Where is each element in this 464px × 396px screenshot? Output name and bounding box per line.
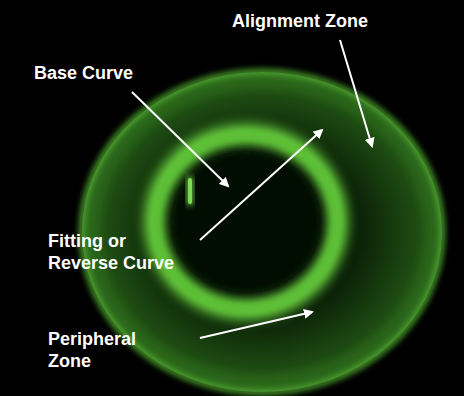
reflection-mark (187, 176, 193, 206)
leader-arrow (200, 130, 322, 240)
leader-arrow (340, 40, 372, 146)
part-label: Peripheral Zone (48, 328, 158, 372)
part-label: Base Curve (34, 62, 184, 84)
leader-arrow (132, 92, 228, 186)
base-curve-zone (172, 152, 320, 292)
reverse-curve-ring (154, 134, 338, 310)
reverse-curve-core (156, 136, 336, 308)
leader-arrow (200, 312, 312, 338)
reflection-mark (188, 178, 192, 204)
part-label: Fitting or Reverse Curve (48, 230, 193, 274)
peripheral-band (91, 81, 433, 383)
part-label: Alignment Zone (232, 10, 432, 32)
